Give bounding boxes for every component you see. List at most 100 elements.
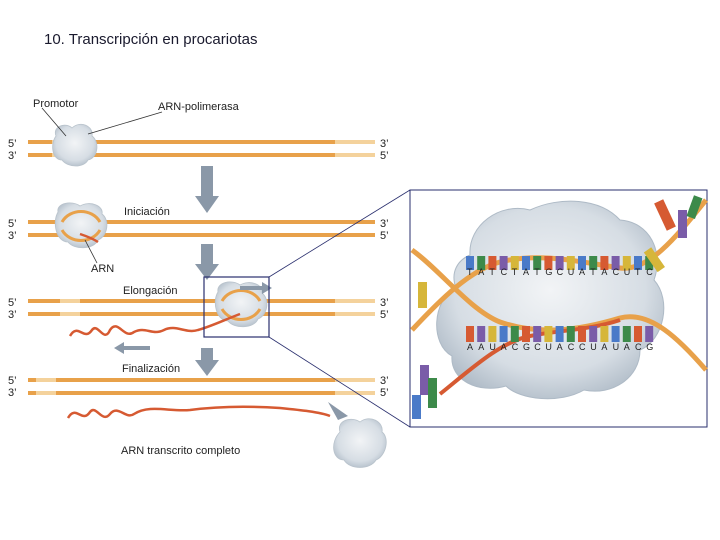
top-base-letter: A — [478, 267, 484, 277]
step-arrow-2 — [195, 244, 219, 280]
bottom-base-letter: G — [523, 342, 530, 352]
dna-row-3 — [28, 276, 375, 354]
rna-complete — [66, 405, 331, 419]
page-title: 10. Transcripción en procariotas — [44, 31, 258, 48]
rna-elongating — [68, 312, 241, 337]
bottom-base-bar — [600, 326, 609, 342]
elongacion-label: Elongación — [123, 285, 178, 297]
top-base-bar — [533, 256, 542, 270]
top-base-letter: C — [613, 267, 620, 277]
strand-end-left-2: 5’3’ — [8, 218, 17, 242]
top-base-letter: T — [512, 267, 518, 277]
top-base-bar — [600, 256, 609, 270]
top-base-bar — [522, 256, 530, 270]
bottom-base-letter: C — [568, 342, 575, 352]
bottom-base-letter: U — [545, 342, 552, 352]
bottom-base-letter: A — [478, 342, 484, 352]
top-base-letter: C — [501, 267, 508, 277]
top-base-letter: A — [579, 267, 585, 277]
dna-row-2 — [28, 202, 375, 264]
bottom-base-letter: U — [613, 342, 620, 352]
strand-end-right-1: 3’5’ — [380, 138, 389, 162]
top-base-letter: U — [568, 267, 575, 277]
promotor-label: Promotor — [33, 98, 79, 110]
strand-end-left-1: 5’3’ — [8, 138, 17, 162]
top-base-bar — [622, 256, 631, 270]
bottom-base-bar — [634, 326, 642, 342]
bottom-base-bar — [611, 326, 620, 342]
dna-row-1 — [28, 107, 375, 167]
bottom-base-letter: A — [557, 342, 563, 352]
bottom-base-letter: C — [635, 342, 642, 352]
strand-end-right-2: 3’5’ — [380, 218, 389, 242]
top-base-letter: T — [489, 267, 495, 277]
bottom-base-letter: A — [467, 342, 473, 352]
top-base-bar — [555, 256, 564, 270]
bottom-base-letter: A — [501, 342, 507, 352]
bottom-base-bar — [533, 326, 542, 342]
top-base-bar — [611, 256, 620, 270]
bottom-base-letter: C — [579, 342, 586, 352]
dna-backbone-a — [410, 198, 708, 332]
step-arrow-1 — [195, 166, 219, 213]
bottom-base-bar — [510, 326, 519, 342]
top-base-letter: T — [590, 267, 596, 277]
finalizacion-label: Finalización — [122, 363, 181, 375]
top-base-letter: T — [467, 267, 473, 277]
top-base-bar — [578, 256, 586, 270]
bottom-base-bar — [522, 326, 530, 342]
bottom-base-bar — [477, 326, 486, 342]
top-base-bar — [589, 256, 598, 270]
top-base-letter: C — [646, 267, 653, 277]
top-base-bar — [488, 256, 497, 270]
strand-end-left-3: 5’3’ — [8, 297, 17, 321]
polimerasa-label: ARN-polimerasa — [158, 101, 239, 113]
top-base-letter: T — [534, 267, 540, 277]
top-base-letter: U — [624, 267, 631, 277]
top-base-letter: C — [557, 267, 564, 277]
bottom-base-bar — [499, 326, 508, 342]
bottom-base-bar — [488, 326, 497, 342]
top-base-bar — [566, 256, 575, 270]
bottom-base-bar — [555, 326, 564, 342]
bottom-base-bar — [578, 326, 586, 342]
iniciacion-label: Iniciación — [124, 206, 170, 218]
top-base-letter: T — [635, 267, 641, 277]
top-base-letter: A — [523, 267, 529, 277]
bottom-base-letter: A — [601, 342, 607, 352]
top-base-letter: A — [601, 267, 607, 277]
rna-initial — [79, 232, 99, 244]
top-base-bar — [645, 256, 654, 270]
dna-row-4 — [28, 378, 387, 468]
bottom-base-bar — [589, 326, 598, 342]
top-base-bar — [510, 256, 519, 270]
bottom-base-letter: C — [512, 342, 519, 352]
top-base-bar — [466, 256, 474, 270]
bottom-base-letter: U — [489, 342, 496, 352]
released-polymerase — [333, 418, 387, 468]
strand-end-left-4: 5’3’ — [8, 375, 17, 399]
bottom-base-letter: U — [590, 342, 597, 352]
bottom-base-bar — [622, 326, 631, 342]
bottom-base-bar — [645, 326, 654, 342]
bottom-base-bar — [466, 326, 474, 342]
top-base-letter: G — [545, 267, 552, 277]
top-base-bar — [544, 256, 553, 270]
bottom-base-letter: C — [534, 342, 541, 352]
bottom-base-letter: A — [624, 342, 630, 352]
zoom-source-box — [203, 276, 270, 338]
step-arrow-3 — [195, 348, 219, 376]
arn-label: ARN — [91, 263, 115, 275]
zoom-polymerase-cloud — [436, 200, 665, 400]
bottom-base-bar — [566, 326, 575, 342]
top-base-bar — [634, 256, 642, 270]
arn-completo-label: ARN transcrito completo — [121, 445, 241, 457]
top-base-bar — [477, 256, 486, 270]
top-base-bar — [499, 256, 508, 270]
strand-end-right-4: 3’5’ — [380, 375, 389, 399]
bottom-base-letter: G — [646, 342, 653, 352]
